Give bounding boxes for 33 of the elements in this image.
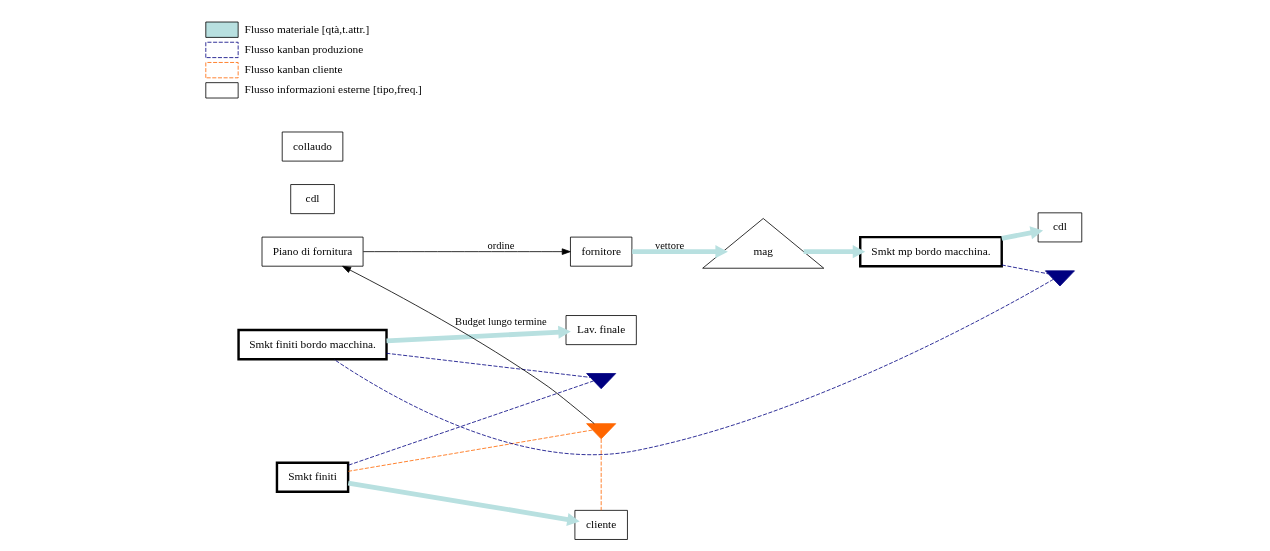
arrow bbox=[362, 248, 571, 255]
node-box: Smkt mp bordo macchina. bbox=[858, 235, 1003, 268]
connector bbox=[333, 278, 1054, 455]
arrow bbox=[341, 265, 595, 425]
connector bbox=[1000, 264, 1049, 275]
edge-label: ordine bbox=[487, 239, 514, 251]
node-box: Smkt finiti bordo macchina. bbox=[236, 328, 388, 361]
edge-label: vettore bbox=[654, 239, 684, 251]
connector bbox=[385, 352, 591, 378]
legend-label: Flusso informazioni esterne [tipo,freq.] bbox=[244, 83, 422, 96]
arrow bbox=[631, 245, 728, 259]
node-box: cdl bbox=[289, 184, 335, 215]
node-triangle bbox=[585, 373, 616, 390]
arrow bbox=[803, 245, 865, 259]
node-triangle bbox=[1044, 270, 1075, 287]
node-box: fornitore bbox=[569, 236, 632, 267]
edge-label: Budget lungo termine bbox=[454, 315, 547, 327]
legend-label: Flusso materiale [qtà,t.attr.] bbox=[244, 22, 369, 35]
node-box: Piano di fornitura bbox=[261, 236, 363, 267]
node-triangle bbox=[585, 423, 616, 440]
node-box: collaudo bbox=[281, 131, 343, 162]
legend-label: Flusso kanban produzione bbox=[244, 42, 363, 55]
connector bbox=[347, 429, 593, 472]
arrow bbox=[1000, 226, 1043, 241]
arrow bbox=[347, 480, 580, 526]
node-box: cdl bbox=[1037, 212, 1082, 243]
node-box: Lav. finale bbox=[565, 315, 637, 346]
node-box: cliente bbox=[574, 509, 628, 540]
connector bbox=[347, 380, 594, 466]
node-box: Smkt finiti bbox=[275, 461, 349, 493]
legend-label: Flusso kanban cliente bbox=[244, 63, 343, 76]
connector bbox=[600, 438, 602, 511]
arrow bbox=[385, 325, 571, 344]
